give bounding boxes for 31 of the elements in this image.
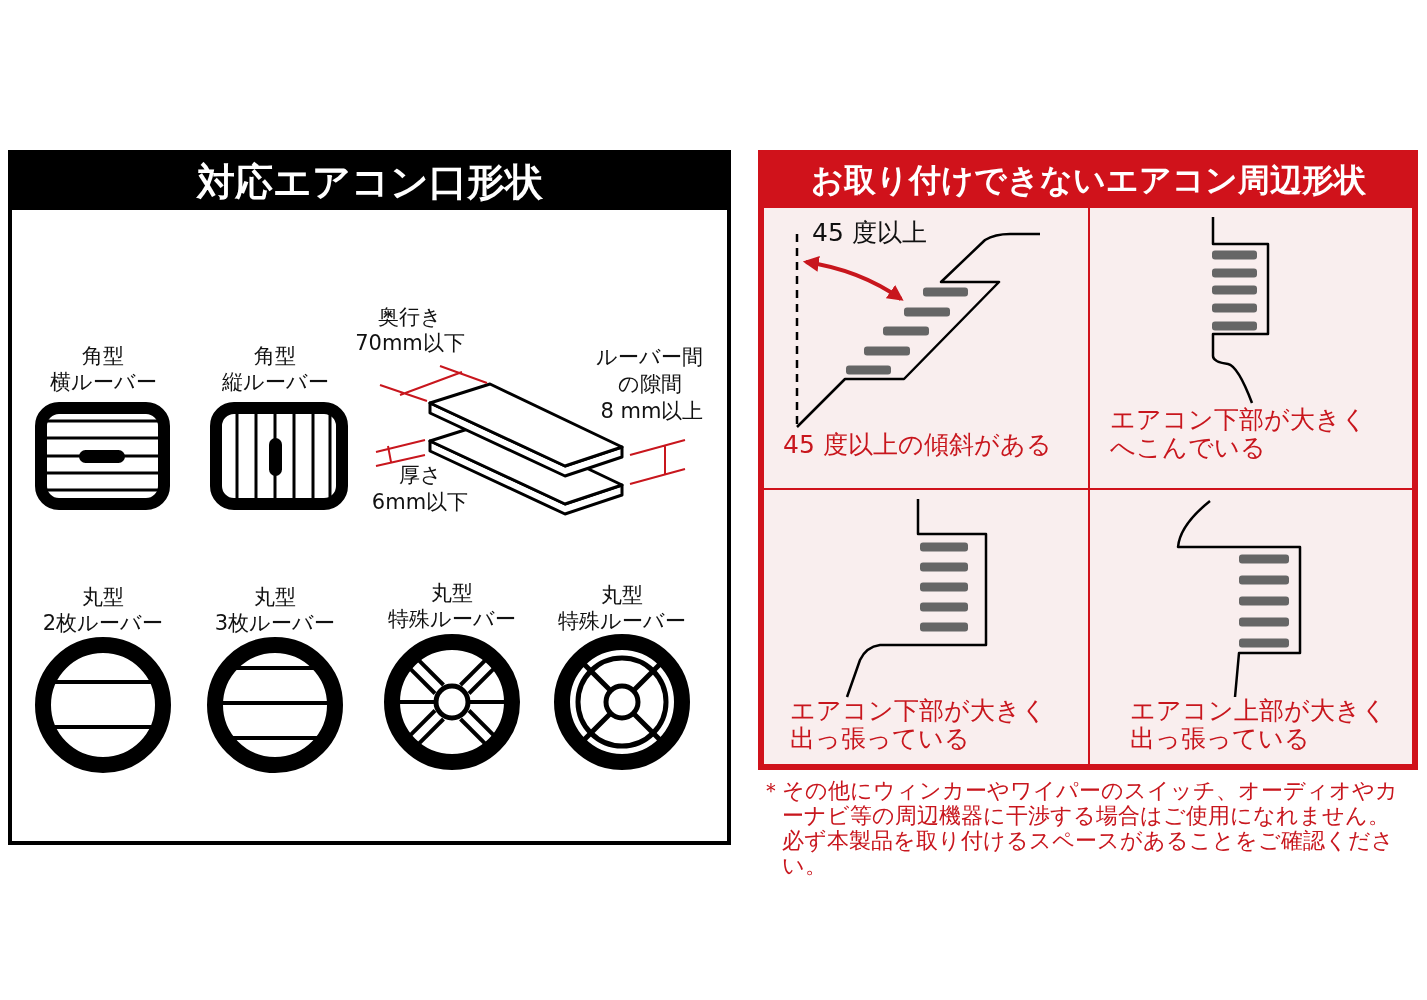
example-cell xyxy=(1088,488,1414,766)
label: 縦ルーバー xyxy=(221,369,329,396)
label: 角型 xyxy=(82,343,124,370)
warning-caption: 45 度以上の傾斜がある xyxy=(783,431,1052,459)
angle-label: 45 度以上 xyxy=(812,219,927,247)
label: 特殊ルーバー xyxy=(388,606,516,633)
label: 丸型 xyxy=(254,584,296,611)
label: 特殊ルーバー xyxy=(558,608,686,635)
example-cell xyxy=(762,488,1090,766)
label: 角型 xyxy=(254,343,296,370)
warning-caption: エアコン下部が大きく出っ張っている xyxy=(790,697,1048,753)
label: ルーバー間の隙間 xyxy=(595,344,705,398)
panel-heading: お取り付けできないエアコン周辺形状 xyxy=(762,154,1414,206)
label: 70mm以下 xyxy=(355,330,465,357)
example-cell xyxy=(762,206,1090,490)
label: 厚さ xyxy=(398,462,442,489)
warning-caption: エアコン下部が大きくへこんでいる xyxy=(1110,406,1368,462)
footnote: ＊その他にウィンカーやワイパーのスイッチ、オーディオやカーナビ等の周辺機器に干渉する場合はご使用になれません。必ず本製品を取り付けるスペースがあることをご確認ください。 xyxy=(760,778,1399,878)
panel xyxy=(758,150,1418,770)
label: 丸型 xyxy=(601,582,643,609)
warning-caption: エアコン上部が大きく出っ張っている xyxy=(1130,697,1388,753)
label: 6mm以下 xyxy=(371,489,469,516)
label: 横ルーバー xyxy=(49,369,157,396)
example-cell xyxy=(1088,206,1414,490)
label: 丸型 xyxy=(82,584,124,611)
label: 2枚ルーバー xyxy=(42,610,164,637)
label: 3枚ルーバー xyxy=(214,610,336,637)
panel-heading: 対応エアコン口形状 xyxy=(12,154,727,210)
label: 8 mm以上 xyxy=(600,398,704,425)
label: 奥行き xyxy=(378,304,442,331)
label: 丸型 xyxy=(431,580,473,607)
